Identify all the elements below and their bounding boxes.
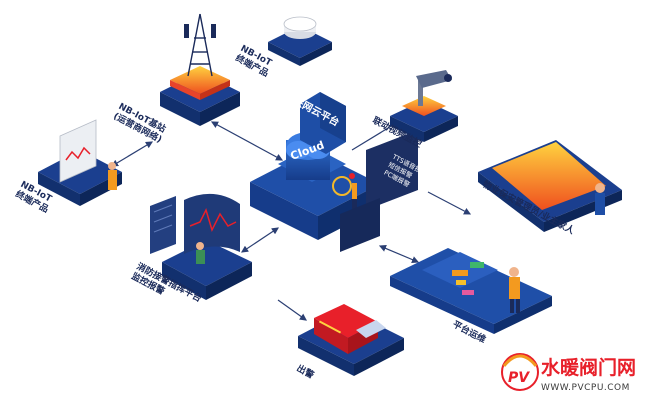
- nb-iot-terminal-left: [38, 119, 122, 206]
- platform-ops: [390, 248, 552, 334]
- arrow-cloud-to-fire: [241, 227, 279, 253]
- cloud-platform: [250, 92, 380, 240]
- connections: [110, 121, 472, 321]
- arrow-base-to-cloud: [210, 121, 284, 161]
- svg-text:PV: PV: [508, 370, 530, 386]
- base-station: [160, 13, 240, 126]
- fire-truck: [298, 304, 404, 376]
- fire-monitor-platform: [150, 193, 252, 300]
- property-manager: [478, 140, 622, 232]
- arrow-terminal-to-base: [110, 141, 154, 167]
- arrow-cloud-to-video: [351, 121, 400, 151]
- label-notify-list: TTS语音报警短信报警PC端报警: [382, 151, 430, 193]
- label-dispatch: 出警: [295, 362, 317, 381]
- watermark: PV 水暖阀门网 WWW.PVCPU.COM: [501, 353, 636, 393]
- arrow-cloud-to-ops: [378, 245, 420, 263]
- notify-panel: [340, 130, 418, 252]
- video-monitor: [390, 70, 458, 142]
- watermark-logo: PV: [501, 353, 539, 391]
- arrow-fire-to-truck: [277, 299, 307, 321]
- nb-iot-terminal-top: [268, 16, 332, 66]
- label-base-station: NB-IoT基站(运营商网络): [111, 100, 169, 145]
- watermark-en: WWW.PVCPU.COM: [541, 383, 630, 393]
- watermark-cn: 水暖阀门网: [541, 356, 636, 379]
- arrow-notify-to-manager: [427, 191, 472, 215]
